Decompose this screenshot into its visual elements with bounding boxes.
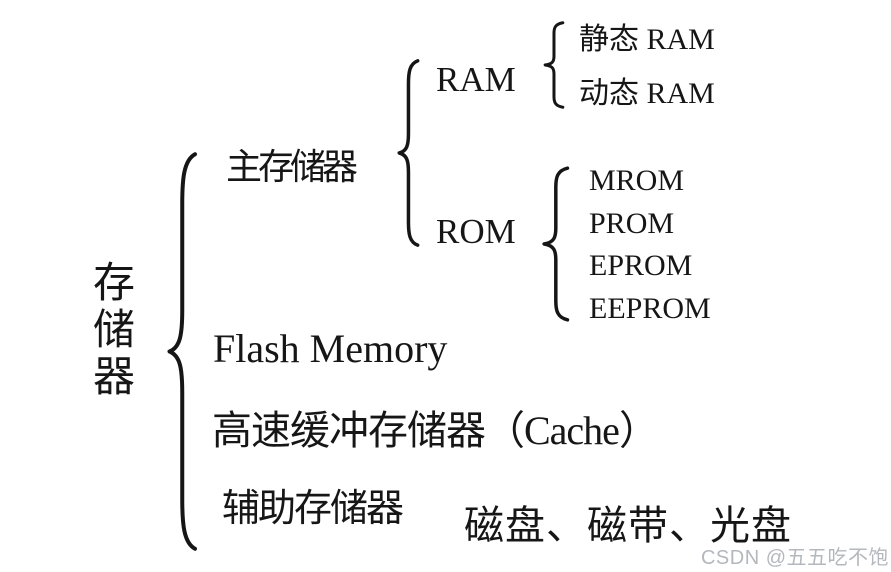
root-label: 存储器	[93, 261, 136, 401]
label-cache: 高速缓冲存储器（Cache）	[212, 408, 659, 453]
rom-item-mrom: MROM	[589, 164, 685, 197]
main-brace-icon	[165, 146, 201, 557]
label-main-memory: 主存储器	[226, 147, 358, 187]
label-ram: RAM	[436, 60, 516, 99]
ram-item-static: 静态 RAM	[579, 23, 715, 56]
rom-item-eprom: EPROM	[589, 249, 693, 282]
ram-items: 静态 RAM 动态 RAM	[579, 13, 715, 121]
label-auxiliary-memory: 辅助存储器	[222, 488, 404, 530]
label-rom: ROM	[436, 212, 516, 251]
rom-items: MROM PROM EPROM EEPROM	[589, 160, 711, 330]
watermark: CSDN @五五吃不饱	[700, 547, 889, 569]
auxiliary-examples: 磁盘、磁带、光盘	[464, 503, 792, 548]
rom-brace-icon	[540, 165, 573, 323]
ram-item-dynamic: 动态 RAM	[579, 77, 715, 110]
rom-item-eeprom: EEPROM	[589, 291, 711, 325]
main-memory-brace-icon	[396, 57, 422, 249]
ram-brace-icon	[542, 21, 567, 109]
label-flash-memory: Flash Memory	[213, 326, 448, 371]
rom-item-prom: PROM	[589, 206, 675, 240]
